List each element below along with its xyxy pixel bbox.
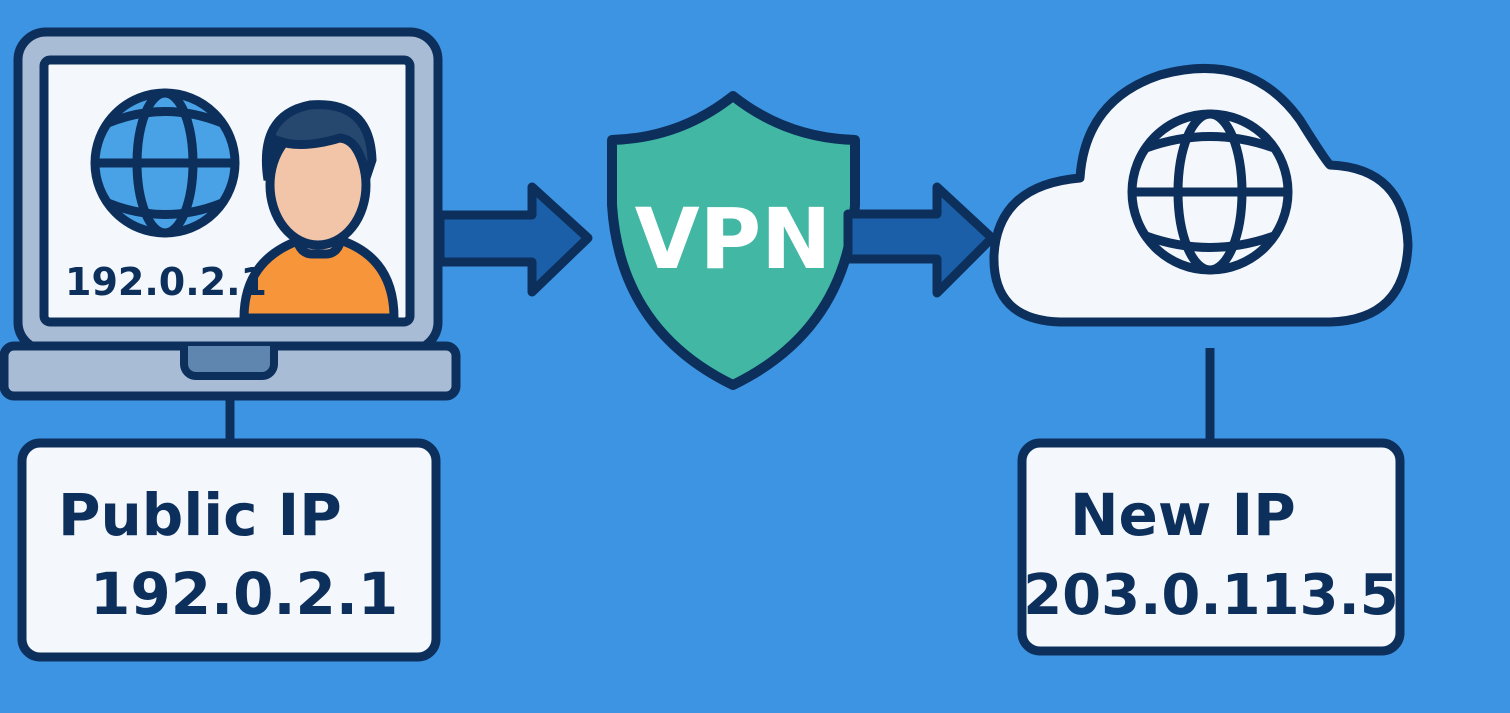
arrow-right-icon [843, 182, 997, 298]
new-ip-box [1017, 438, 1405, 656]
vpn-label: VPN [635, 190, 832, 288]
public-ip-title: Public IP [58, 481, 342, 549]
person-avatar [239, 100, 399, 323]
new-ip-value: 203.0.113.5 [1023, 563, 1399, 628]
vpn-shield-icon [607, 91, 860, 390]
public-ip-value: 192.0.2.1 [90, 560, 398, 628]
new-ip-title: New IP [1070, 481, 1296, 549]
globe-icon [1127, 109, 1293, 275]
arrow-right-icon [435, 182, 593, 297]
screen-ip-text: 192.0.2.1 [65, 260, 267, 304]
public-ip-box [17, 438, 441, 662]
laptop-icon [0, 27, 461, 401]
globe-icon [90, 88, 240, 238]
